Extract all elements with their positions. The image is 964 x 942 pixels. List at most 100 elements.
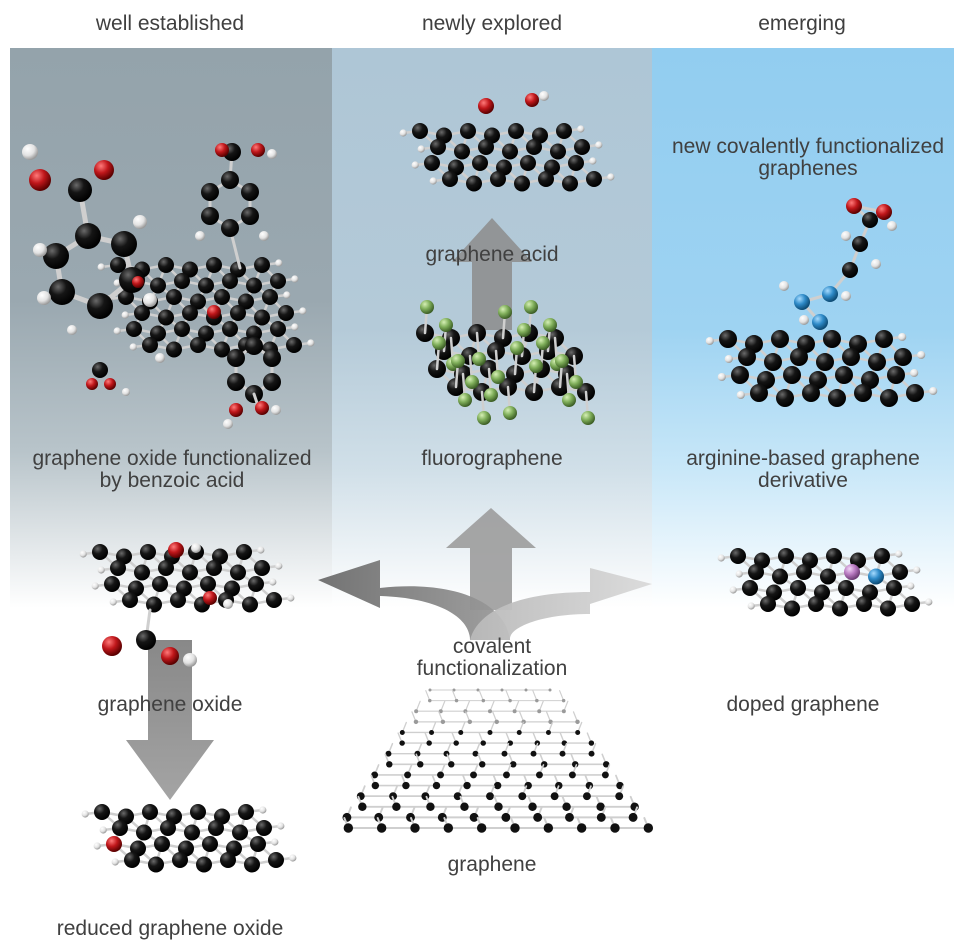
hydrogen-atom bbox=[133, 215, 147, 229]
carbon-atom bbox=[538, 171, 554, 187]
label-covalent: covalent bbox=[452, 635, 532, 658]
carbon-atom bbox=[478, 139, 494, 155]
fluorine-atom bbox=[529, 359, 543, 374]
hydrogen-atom bbox=[925, 598, 933, 606]
oxygen-atom bbox=[132, 276, 144, 288]
carbon-atom bbox=[112, 820, 128, 836]
fluorine-atom bbox=[562, 393, 576, 408]
carbon-atom bbox=[402, 781, 410, 790]
graphene-oxide-molecule bbox=[79, 542, 295, 667]
carbon-atom bbox=[254, 257, 270, 273]
fluorine-atom bbox=[517, 323, 531, 338]
hydrogen-atom bbox=[735, 570, 743, 578]
carbon-atom bbox=[783, 366, 801, 384]
fluorine-atom bbox=[465, 375, 479, 390]
graphene-acid-molecule bbox=[399, 91, 615, 192]
carbon-atom bbox=[508, 698, 512, 703]
carbon-atom bbox=[463, 781, 471, 790]
carbon-atom bbox=[43, 243, 69, 269]
carbon-atom bbox=[438, 709, 443, 714]
carbon-atom bbox=[894, 348, 912, 366]
column-title-newly-explored: newly explored bbox=[421, 12, 563, 35]
carbon-atom bbox=[246, 325, 262, 342]
carbon-atom bbox=[142, 337, 158, 353]
carbon-atom bbox=[738, 348, 756, 366]
reduction-arrow bbox=[126, 640, 214, 800]
carbon-atom bbox=[241, 207, 259, 225]
carbon-atom bbox=[479, 761, 486, 768]
reduced-graphene-oxide-molecule bbox=[81, 804, 297, 873]
fluorine-atom bbox=[458, 393, 472, 408]
label-graphene-oxide: graphene oxide bbox=[97, 693, 243, 716]
carbon-atom bbox=[426, 802, 435, 811]
carbon-atom bbox=[122, 592, 138, 608]
hydrogen-atom bbox=[271, 405, 281, 415]
carbon-atom bbox=[510, 823, 520, 833]
carbon-atom bbox=[263, 373, 281, 391]
carbon-atom bbox=[424, 155, 440, 171]
carbon-atom bbox=[887, 366, 905, 384]
hydrogen-atom bbox=[913, 566, 921, 574]
carbon-atom bbox=[487, 729, 493, 735]
carbon-atom bbox=[417, 761, 424, 768]
carbon-atom bbox=[880, 389, 898, 408]
column-title-well-established: well established bbox=[95, 12, 245, 35]
carbon-atom bbox=[776, 389, 794, 408]
carbon-atom bbox=[610, 823, 620, 833]
carbon-atom bbox=[399, 729, 405, 735]
hydrogen-atom bbox=[259, 231, 269, 241]
carbon-atom bbox=[371, 771, 379, 779]
carbon-atom bbox=[469, 812, 479, 822]
hydrogen-atom bbox=[257, 546, 265, 554]
carbon-atom bbox=[562, 175, 578, 192]
carbon-atom bbox=[124, 852, 140, 868]
carbon-atom bbox=[270, 273, 286, 289]
carbon-atom bbox=[561, 709, 566, 714]
carbon-atom bbox=[493, 781, 502, 790]
carbon-atom bbox=[198, 277, 214, 294]
fluorine-atom bbox=[477, 411, 491, 426]
carbon-atom bbox=[111, 231, 137, 257]
carbon-atom bbox=[201, 207, 219, 225]
carbon-atom bbox=[874, 548, 890, 564]
carbon-atom bbox=[160, 820, 176, 836]
carbon-atom bbox=[428, 688, 432, 692]
carbon-atom bbox=[454, 143, 470, 160]
carbon-atom bbox=[440, 719, 446, 725]
carbon-atom bbox=[266, 592, 282, 608]
hydrogen-atom bbox=[399, 129, 407, 137]
carbon-atom bbox=[376, 823, 387, 833]
carbon-atom bbox=[820, 568, 836, 585]
carbon-atom bbox=[842, 348, 860, 366]
carbon-atom bbox=[490, 171, 506, 187]
nitrogen-atom bbox=[822, 286, 838, 302]
carbon-atom bbox=[152, 576, 168, 592]
carbon-atom bbox=[565, 812, 574, 822]
carbon-atom bbox=[742, 580, 758, 596]
carbon-atom bbox=[561, 698, 566, 703]
carbon-atom bbox=[196, 856, 212, 873]
hydrogen-atom bbox=[113, 279, 121, 287]
carbon-atom bbox=[466, 175, 482, 192]
branch-arrow-left bbox=[318, 560, 510, 640]
carbon-atom bbox=[524, 688, 528, 692]
label-arginine-line1: arginine-based graphene bbox=[686, 447, 920, 470]
hydrogen-atom bbox=[93, 842, 101, 850]
carbon-atom bbox=[808, 596, 824, 612]
oxygen-atom bbox=[525, 93, 539, 107]
carbon-atom bbox=[832, 600, 848, 617]
carbon-atom bbox=[118, 289, 134, 305]
carbon-atom bbox=[374, 812, 384, 822]
carbon-atom bbox=[518, 792, 527, 801]
carbon-atom bbox=[823, 330, 841, 348]
bond bbox=[425, 690, 431, 702]
hydrogen-atom bbox=[907, 582, 915, 590]
carbon-atom bbox=[386, 761, 393, 768]
hydrogen-atom bbox=[275, 259, 283, 267]
oxygen-atom bbox=[207, 305, 221, 319]
carbon-atom bbox=[458, 729, 464, 735]
oxygen-atom bbox=[215, 143, 229, 157]
hydrogen-atom bbox=[99, 826, 107, 834]
carbon-atom bbox=[174, 321, 190, 337]
doped-graphene-molecule bbox=[717, 548, 933, 617]
